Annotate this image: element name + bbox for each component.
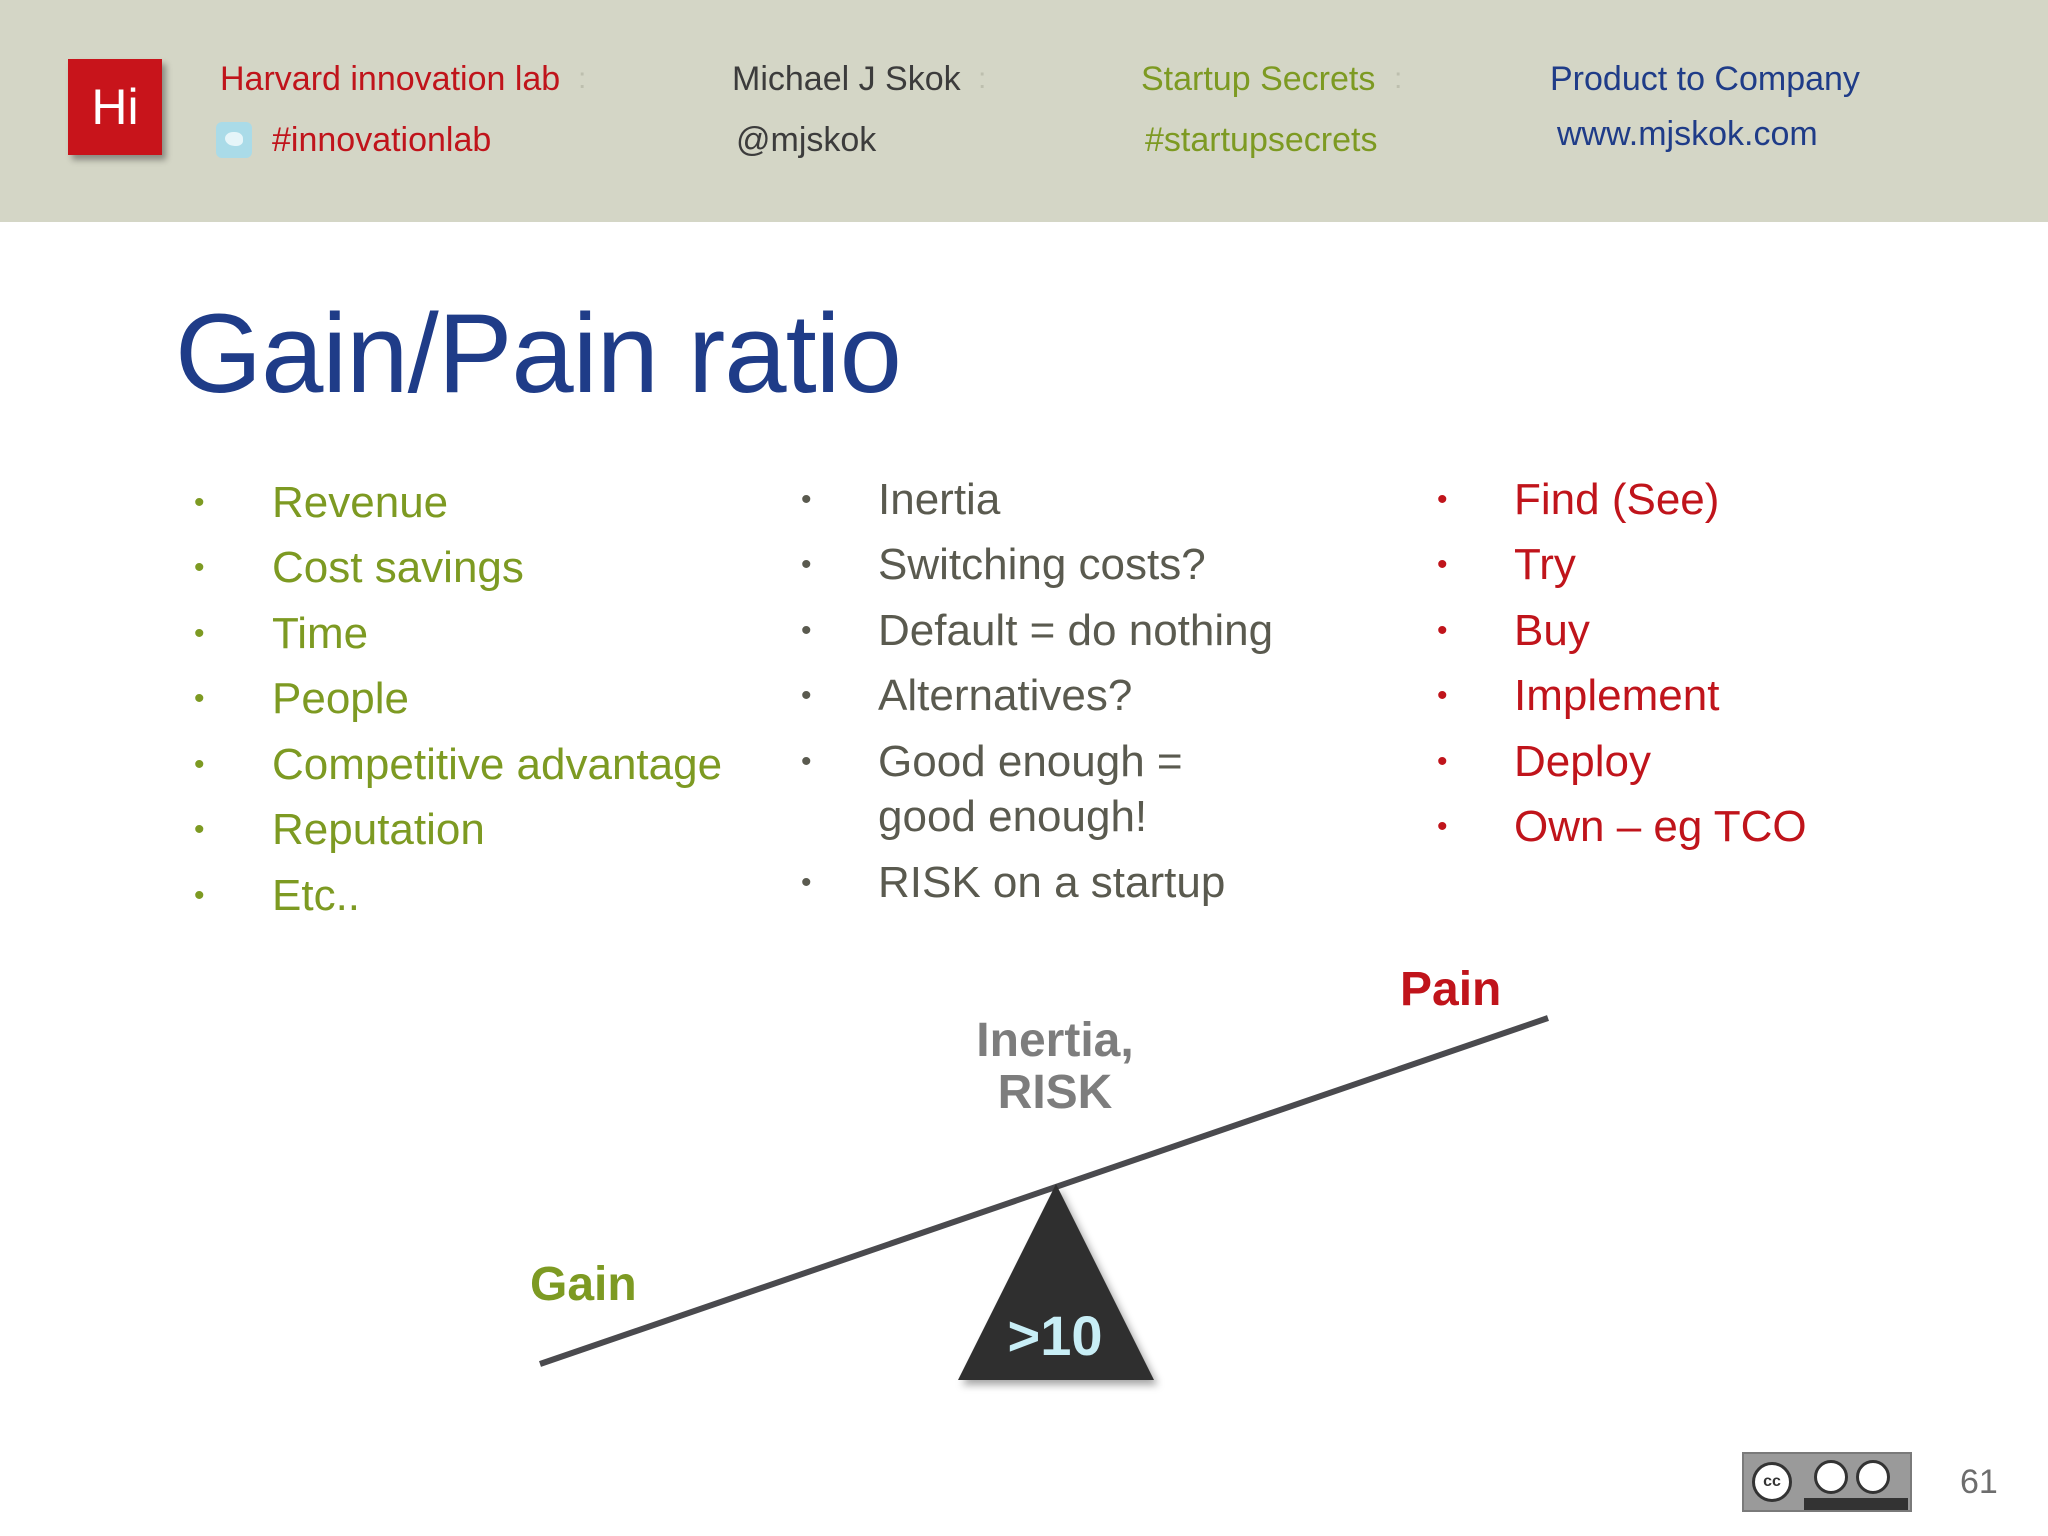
bullet: • [1437, 679, 1448, 712]
twitter-icon [216, 122, 252, 158]
header-author-name: Michael J Skok [732, 60, 961, 98]
bullet: • [801, 679, 812, 712]
share-alike-icon [1856, 1460, 1890, 1494]
bullet: • [194, 879, 205, 912]
list-item: Reputation [272, 805, 485, 854]
gain-label: Gain [530, 1258, 637, 1311]
bullet: • [801, 866, 812, 899]
pain-label: Pain [1400, 963, 1502, 1016]
bullet: • [1437, 614, 1448, 647]
header-author-handle: @mjskok [736, 121, 877, 159]
header-separator: : [1394, 62, 1403, 95]
bullet: • [801, 483, 812, 516]
list-item: Switching costs? [878, 540, 1206, 589]
header-startup-secrets: Startup Secrets [1141, 60, 1376, 98]
list-item: Time [272, 609, 369, 658]
harvard-i-lab-logo: Hi [68, 59, 162, 155]
bullet: • [194, 551, 205, 584]
list-item: Competitive advantage [272, 740, 723, 789]
header-harvard-hashtag: #innovationlab [272, 121, 492, 159]
header-bar: Hi Harvard innovation lab : #innovationl… [0, 0, 2048, 222]
bullet: • [194, 748, 205, 781]
header-startup-hashtag: #startupsecrets [1145, 121, 1378, 159]
inertia-label-line1: Inertia, [976, 1014, 1134, 1067]
bullet: • [1437, 810, 1448, 843]
list-item: Revenue [272, 478, 449, 527]
header-harvard-title: Harvard innovation lab [220, 60, 561, 98]
header-website-link[interactable]: www.mjskok.com [1557, 115, 1818, 153]
list-item-continuation: good enough! [878, 792, 1148, 841]
bullet: • [194, 486, 205, 519]
list-item: Inertia [878, 475, 1001, 524]
list-item: Etc.. [272, 871, 361, 920]
list-item: Implement [1514, 671, 1720, 720]
slide-title: Gain/Pain ratio [175, 291, 902, 416]
bullet: • [1437, 548, 1448, 581]
cc-by-nc-sa-icon[interactable]: cc [1742, 1452, 1912, 1512]
list-item: Default = do nothing [878, 606, 1274, 655]
list-item: Deploy [1514, 737, 1651, 786]
list-item: Buy [1514, 606, 1590, 655]
bullet: • [194, 813, 205, 846]
list-item: Find (See) [1514, 475, 1720, 524]
page-number: 61 [1960, 1463, 1998, 1501]
inertia-label-line2: RISK [997, 1066, 1113, 1119]
ratio-label: >10 [1007, 1304, 1103, 1367]
bullet: • [194, 682, 205, 715]
bullet: • [801, 614, 812, 647]
cc-circle-icon: cc [1752, 1462, 1792, 1502]
list-item: People [272, 674, 410, 723]
bullet: • [801, 745, 812, 778]
bullet: • [1437, 483, 1448, 516]
seesaw-beam [539, 1015, 1549, 1367]
list-item: RISK on a startup [878, 858, 1226, 907]
list-item: Own – eg TCO [1514, 802, 1807, 851]
bullet: • [801, 548, 812, 581]
fulcrum-triangle [958, 1184, 1154, 1380]
header-separator: : [978, 62, 987, 95]
list-item: Alternatives? [878, 671, 1133, 720]
header-product-to-company: Product to Company [1550, 60, 1860, 98]
list-item: Cost savings [272, 543, 524, 592]
by-person-icon [1814, 1460, 1848, 1494]
bullet: • [194, 617, 205, 650]
inertia-label: Inertia, RISK [930, 1015, 1180, 1119]
list-item: Good enough = [878, 737, 1183, 786]
bullet: • [1437, 745, 1448, 778]
license-strip [1804, 1498, 1908, 1510]
header-separator: : [578, 62, 587, 95]
list-item: Try [1514, 540, 1576, 589]
